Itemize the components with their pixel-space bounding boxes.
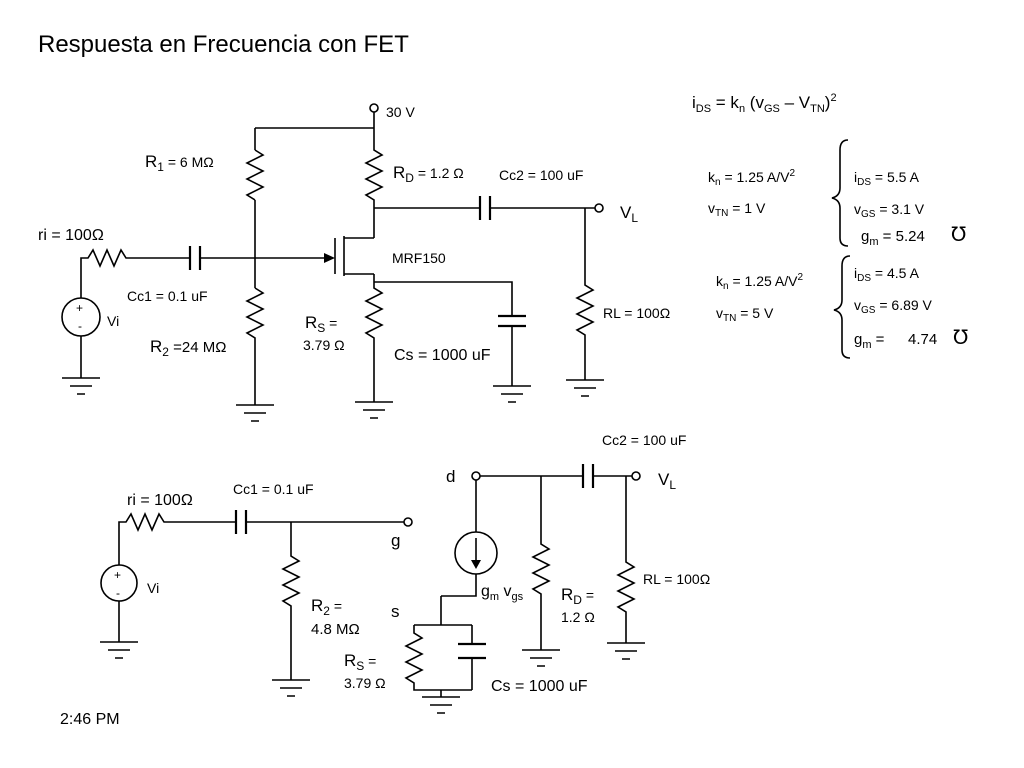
rl-ground-icon — [566, 379, 604, 397]
gate-arrow-icon — [324, 253, 335, 263]
rs-label-line2: 3.79 Ω — [303, 337, 345, 353]
cs-capacitor — [498, 314, 526, 328]
gm-source-bottom-wire — [441, 574, 477, 597]
vl-label: VL — [620, 203, 638, 225]
g-label: g — [391, 531, 400, 550]
set2-ids: iDS = 4.5 A — [854, 265, 920, 284]
rd-label: RD = 1.2 Ω — [393, 163, 464, 185]
set2-gm: gm = — [854, 331, 885, 351]
ri-resistor — [80, 248, 190, 298]
vdd-wire — [254, 112, 375, 150]
set2-mho-icon: ℧ — [953, 327, 968, 349]
slide-title: Respuesta en Frecuencia con FET — [38, 31, 409, 58]
rd2-label-line1: RD = — [561, 585, 594, 607]
vi2-minus: - — [116, 586, 120, 600]
set2-kn: kn = 1.25 A/V2 — [716, 272, 803, 292]
set2-gm-value: 4.74 — [908, 331, 937, 348]
rl2-label: RL = 100Ω — [643, 571, 710, 587]
vi-ground-icon — [62, 336, 100, 395]
vl-terminal — [594, 203, 604, 213]
vi2-label: Vi — [147, 580, 159, 596]
bottom-circuit: + - Vi — [100, 464, 645, 714]
s-label: s — [391, 602, 400, 621]
fet-drain-source-leads — [344, 237, 374, 275]
r2-2-resistor — [281, 522, 301, 680]
cs-label: Cs = 1000 uF — [394, 347, 491, 364]
equations: iDS = kn (vGS – VTN)2 kn = 1.25 A/V2 vTN… — [692, 92, 968, 359]
r2-2-ground-icon — [272, 679, 310, 697]
rd2-ground-icon — [522, 649, 560, 667]
cc1-label: Cc1 = 0.1 uF — [127, 288, 208, 304]
cs2-label: Cs = 1000 uF — [491, 678, 588, 695]
r2-ground-icon — [236, 404, 274, 422]
ri2-label: ri = 100Ω — [127, 492, 193, 509]
vi-minus: - — [78, 319, 82, 333]
set1-ids: iDS = 5.5 A — [854, 169, 920, 188]
set2-vtn: vTN = 5 V — [716, 305, 774, 324]
set1-mho-icon: ℧ — [951, 224, 966, 246]
rs-resistor — [364, 274, 384, 402]
rl2-resistor — [616, 476, 636, 643]
rl-resistor — [575, 208, 595, 380]
source2-ground-icon — [422, 690, 460, 714]
rd2-resistor — [531, 476, 551, 650]
ids-equation: iDS = kn (vGS – VTN)2 — [692, 92, 837, 115]
vdd-label: 30 V — [386, 104, 415, 120]
g-terminal — [403, 517, 413, 527]
cc1-capacitor — [188, 246, 202, 270]
vi2-plus: + — [114, 568, 121, 582]
set2-brace — [833, 255, 851, 359]
cc1-2-capacitor — [234, 510, 248, 534]
transistor-label: MRF150 — [392, 250, 446, 266]
vl2-label: VL — [658, 470, 676, 492]
set1-gm: gm = 5.24 — [861, 228, 925, 248]
gm-arrow-down-icon — [471, 560, 481, 569]
timestamp: 2:46 PM — [60, 711, 120, 728]
cc1-2-label: Cc1 = 0.1 uF — [233, 481, 314, 497]
rs2-label-line1: RS = — [344, 651, 376, 673]
set1-brace — [831, 139, 849, 247]
cc2-capacitor — [478, 196, 492, 220]
cs-wire — [374, 281, 513, 316]
set1-kn: kn = 1.25 A/V2 — [708, 168, 795, 188]
rl2-ground-icon — [607, 642, 645, 660]
r1-label: R1 = 6 MΩ — [145, 152, 214, 174]
r2-label: R2 =24 MΩ — [150, 337, 226, 359]
rd-resistor — [364, 128, 384, 238]
vi2-ground-icon — [100, 601, 138, 659]
cs-ground-icon — [493, 385, 531, 403]
ri2-resistor — [118, 512, 236, 565]
r2-2-label-line2: 4.8 MΩ — [311, 621, 360, 638]
source2-wire — [414, 596, 472, 626]
rs2-resistor — [404, 625, 472, 691]
rs-label-line1: RS = — [305, 313, 337, 335]
gm-vgs-label: gm vgs — [481, 583, 524, 603]
vl2-terminal — [631, 471, 641, 481]
rl-label: RL = 100Ω — [603, 305, 670, 321]
cc2-label: Cc2 = 100 uF — [499, 167, 583, 183]
vdd-terminal — [369, 103, 379, 113]
rs2-label-line2: 3.79 Ω — [344, 675, 386, 691]
r2-resistor — [245, 287, 265, 405]
r1-resistor — [245, 149, 265, 201]
set2-vgs: vGS = 6.89 V — [854, 297, 933, 316]
cc2-2-label: Cc2 = 100 uF — [602, 432, 686, 448]
vi-plus: + — [76, 301, 83, 315]
cc2-2-capacitor — [581, 464, 595, 488]
d-label: d — [446, 467, 455, 486]
vi-label: Vi — [107, 313, 119, 329]
rs-ground-icon — [355, 401, 393, 419]
set1-vgs: vGS = 3.1 V — [854, 201, 925, 220]
r2-2-label-line1: R2 = — [311, 596, 342, 618]
d-terminal — [471, 471, 481, 481]
cs2-capacitor — [458, 642, 486, 660]
top-circuit: 30 V MRF150 + - Vi — [61, 103, 604, 422]
rd2-label-line2: 1.2 Ω — [561, 609, 595, 625]
set1-vtn: vTN = 1 V — [708, 200, 766, 219]
ri-label: ri = 100Ω — [38, 227, 104, 244]
